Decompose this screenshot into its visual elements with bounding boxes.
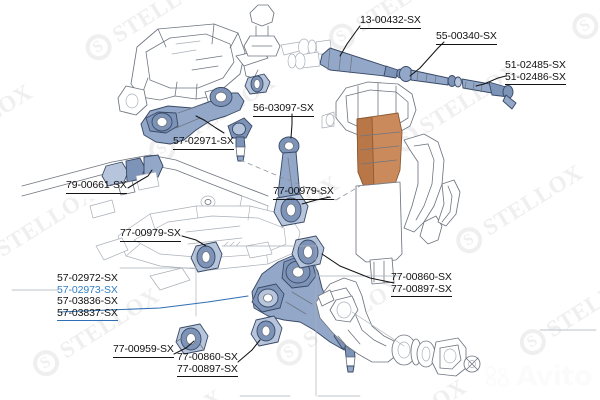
stellox-s-icon	[324, 18, 360, 55]
steering-rack-bellows	[287, 47, 404, 79]
watermark-text: STELLOX	[478, 159, 587, 241]
watermark-text: STELLOX	[235, 170, 344, 251]
avito-wordmark: Avito	[516, 361, 592, 392]
watermark-tile: STELLOX	[183, 94, 426, 308]
watermark-tile: STELLOX	[0, 217, 3, 400]
part-number-text: 77-00897-SX	[391, 282, 452, 295]
tie-rod-assembly	[399, 66, 517, 110]
avito-dots-icon	[485, 365, 511, 388]
part-number-text: 77-00897-SX	[177, 362, 238, 375]
watermark-tile: STELLOX	[310, 298, 553, 400]
part-number-label: 77-00979-SX	[273, 185, 334, 200]
part-number-text: 79-00661-SX	[66, 179, 127, 191]
part-number-text: 51-02485-SX	[505, 59, 566, 71]
part-number-label: 77-00959-SX	[113, 343, 174, 358]
part-number-text: 57-02971-SX	[173, 135, 234, 147]
lower-control-arm	[251, 253, 363, 373]
watermark-text: STELLOX	[107, 0, 217, 48]
watermark-tile: STELLOX	[0, 0, 236, 3]
part-number-label: 13-00432-SX	[360, 14, 421, 29]
part-number-text: 57-02972-SX	[57, 272, 118, 284]
part-number-text: 77-00959-SX	[113, 343, 174, 355]
part-number-text: 77-00860-SX	[177, 351, 238, 363]
watermark-tile: STELLOX	[56, 0, 299, 105]
part-number-text: 77-00860-SX	[391, 271, 452, 283]
upper-ball-joint-assembly	[243, 4, 333, 57]
watermark-text: STELLOX	[595, 0, 600, 27]
part-number-text: 57-02973-SX	[57, 283, 118, 296]
watermark-tile: STELLOX	[247, 196, 490, 400]
stellox-s-icon	[514, 324, 551, 360]
bushing-77-00959	[175, 323, 209, 355]
stellox-s-icon	[207, 232, 244, 269]
part-number-text: 51-02486-SX	[505, 70, 566, 83]
watermark-text: STELLOX	[362, 374, 471, 400]
part-number-label: 55-00340-SX	[436, 30, 497, 45]
part-number-label: 56-03097-SX	[253, 102, 314, 117]
stellox-s-icon	[387, 120, 424, 157]
stabilizer-bar-assembly	[21, 154, 269, 219]
strut-spring-assembly	[321, 81, 461, 285]
stellox-s-icon	[567, 8, 600, 45]
stellox-s-icon	[451, 222, 488, 259]
watermark-text: STELLOX	[542, 261, 600, 343]
watermark-text: STELLOX	[119, 384, 228, 400]
stellox-s-icon	[80, 29, 117, 66]
part-number-label: 77-00979-SX	[120, 227, 181, 242]
part-number-label: 79-00661-SX	[66, 179, 127, 194]
part-number-text: 55-00340-SX	[436, 30, 497, 42]
stabilizer-link	[277, 136, 301, 222]
watermark-tile: STELLOX	[0, 319, 67, 400]
part-number-text: 13-00432-SX	[360, 14, 421, 26]
watermark-tile: STELLOX	[0, 0, 56, 116]
rear-crossmember	[95, 205, 301, 291]
part-number-text: 57-03837-SX	[57, 306, 118, 319]
watermark-tile: STELLOX	[119, 0, 362, 207]
stellox-s-icon	[271, 334, 308, 371]
bushing-77-00860-lower	[250, 315, 283, 347]
stellox-s-icon	[28, 345, 64, 382]
part-number-text: 56-03097-SX	[253, 102, 314, 114]
part-number-text: 77-00979-SX	[120, 227, 181, 239]
watermark-text: STELLOX	[0, 79, 37, 160]
avito-watermark: Avito	[485, 363, 592, 390]
front-subframe-drawing	[117, 23, 269, 116]
part-number-label: 57-02971-SX	[173, 135, 234, 150]
control-arm-bushing-lower-left	[190, 241, 223, 273]
bushing-77-00860-right	[291, 235, 325, 269]
watermark-tile: STELLOX	[490, 186, 600, 400]
part-number-text: 77-00979-SX	[273, 185, 334, 197]
watermark-tile: STELLOX	[426, 84, 600, 298]
